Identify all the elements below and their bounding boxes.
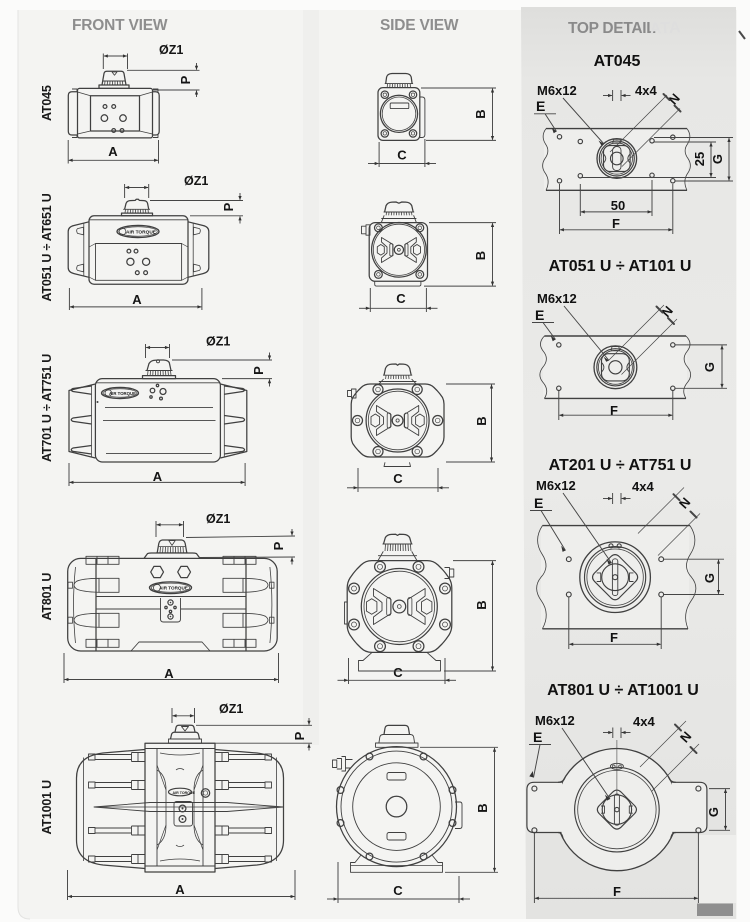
svg-text:AT1001 U: AT1001 U xyxy=(40,780,54,835)
svg-text:B: B xyxy=(473,251,488,260)
svg-text:25: 25 xyxy=(692,152,707,166)
svg-text:G: G xyxy=(706,807,721,817)
svg-text:C: C xyxy=(393,665,403,680)
svg-text:AT201 U ÷ AT751 U: AT201 U ÷ AT751 U xyxy=(549,457,692,474)
svg-text:AT045: AT045 xyxy=(40,85,54,121)
svg-text:AIR TORQUE: AIR TORQUE xyxy=(159,586,188,591)
svg-text:E: E xyxy=(533,729,542,745)
svg-text:B: B xyxy=(474,416,489,425)
svg-text:AIR TORQUE: AIR TORQUE xyxy=(126,229,157,235)
svg-text:ØZ1: ØZ1 xyxy=(219,702,243,716)
svg-text:AT051 U ÷ AT101 U: AT051 U ÷ AT101 U xyxy=(549,258,692,275)
svg-text:ØZ1: ØZ1 xyxy=(206,335,230,349)
svg-text:ØZ1: ØZ1 xyxy=(184,174,208,188)
svg-text:4x4: 4x4 xyxy=(635,83,657,98)
svg-text:A: A xyxy=(132,292,142,307)
svg-text:F: F xyxy=(610,403,618,418)
svg-text:TOP DETAIL: TOP DETAIL xyxy=(568,20,655,37)
svg-text:M6x12: M6x12 xyxy=(535,713,575,728)
svg-text:4x4: 4x4 xyxy=(632,479,654,494)
svg-text:M6x12: M6x12 xyxy=(536,478,576,493)
svg-text:ØZ1: ØZ1 xyxy=(159,43,183,57)
svg-text:F: F xyxy=(613,884,621,899)
svg-text:G: G xyxy=(702,362,717,372)
svg-text:G: G xyxy=(702,573,717,583)
svg-text:A: A xyxy=(108,144,118,159)
svg-text:E: E xyxy=(534,495,543,511)
svg-text:F: F xyxy=(612,216,620,231)
svg-text:F: F xyxy=(610,630,618,645)
svg-text:P: P xyxy=(178,75,193,84)
svg-text:P: P xyxy=(292,731,307,740)
svg-text:P: P xyxy=(221,202,236,211)
svg-text:B: B xyxy=(473,109,488,118)
svg-text:FRONT VIEW: FRONT VIEW xyxy=(72,17,168,34)
svg-text:E: E xyxy=(535,307,544,323)
svg-text:P: P xyxy=(251,366,266,375)
svg-text:C: C xyxy=(393,883,403,898)
svg-text:E: E xyxy=(536,98,545,114)
svg-text:ATA: ATA xyxy=(649,19,681,38)
svg-text:A: A xyxy=(175,882,185,897)
svg-text:ØZ1: ØZ1 xyxy=(206,512,230,526)
svg-text:AT801 U: AT801 U xyxy=(40,573,54,621)
svg-text:C: C xyxy=(393,471,403,486)
svg-text:P: P xyxy=(271,541,286,550)
svg-text:AT801 U ÷ AT1001 U: AT801 U ÷ AT1001 U xyxy=(547,682,699,699)
svg-text:A: A xyxy=(153,469,163,484)
svg-text:B: B xyxy=(474,600,489,609)
svg-text:G: G xyxy=(710,154,725,164)
svg-text:A: A xyxy=(164,666,174,681)
svg-text:B: B xyxy=(475,803,490,812)
svg-text:SIDE VIEW: SIDE VIEW xyxy=(380,17,459,34)
svg-text:M6x12: M6x12 xyxy=(537,83,577,98)
svg-text:C: C xyxy=(397,148,407,163)
svg-text:4x4: 4x4 xyxy=(633,714,655,729)
svg-text:M6x12: M6x12 xyxy=(537,291,577,306)
svg-text:C: C xyxy=(396,291,406,306)
svg-text:50: 50 xyxy=(611,198,625,213)
svg-text:AT045: AT045 xyxy=(594,53,641,70)
svg-text:AIR TORQUE: AIR TORQUE xyxy=(109,391,136,396)
svg-text:AT051 U ÷ AT651 U: AT051 U ÷ AT651 U xyxy=(40,193,54,301)
svg-text:AIR TORQUE: AIR TORQUE xyxy=(173,791,196,795)
svg-text:AT701 U ÷ AT751 U: AT701 U ÷ AT751 U xyxy=(40,354,54,462)
